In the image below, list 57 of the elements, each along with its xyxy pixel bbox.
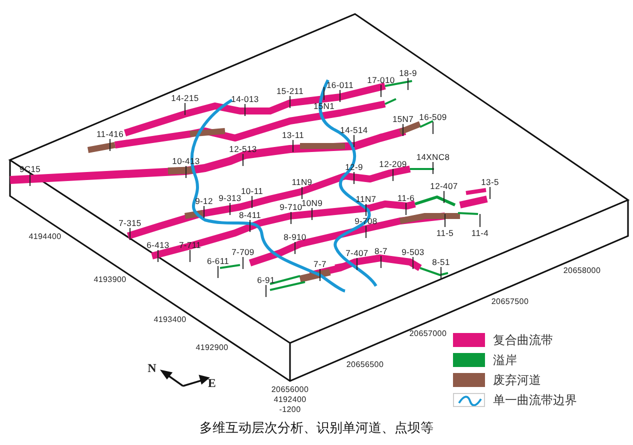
well-label: 9-710 — [280, 202, 302, 212]
coordinate-label: 20656000 — [271, 385, 309, 395]
caption: 多维互动层次分析、识别单河道、点坝等 — [198, 420, 434, 437]
coordinate-label: 20657000 — [409, 329, 447, 339]
well-label: 11-4 — [471, 228, 489, 238]
coordinate-label: 4192900 — [196, 343, 228, 353]
well-label: 14-013 — [231, 94, 259, 104]
well-label: 6-413 — [146, 240, 170, 250]
well-label: 17-010 — [367, 75, 395, 85]
well-label: 11N9 — [292, 177, 312, 187]
coordinate-label: 4193900 — [94, 275, 126, 285]
well-label: 14XNC8 — [416, 152, 450, 162]
well-label: 14-514 — [340, 125, 368, 135]
coordinate-label: 20658000 — [563, 266, 601, 276]
well-label: 9-313 — [218, 193, 242, 203]
well-label: 10-11 — [240, 186, 264, 196]
well-label: 12-513 — [229, 144, 257, 154]
well-label: 16-509 — [419, 112, 447, 122]
coordinate-label: 4194400 — [28, 232, 62, 242]
well-label: 14-215 — [171, 93, 199, 103]
coordinate-label: 20656500 — [346, 360, 384, 370]
well-label: 8-411 — [238, 210, 262, 220]
well-label: 12-407 — [430, 181, 458, 191]
well-label: 7-315 — [118, 218, 142, 228]
well-label: 6-611 — [206, 256, 230, 266]
well-label: 8-910 — [284, 232, 306, 242]
well-label: 16-011 — [326, 80, 354, 90]
legend-label: 单一曲流带边界 — [493, 393, 577, 407]
legend-label: 废弃河道 — [493, 373, 541, 387]
well-label: 18-9 — [399, 68, 417, 78]
compass-label: N — [148, 362, 156, 375]
well-label: 9-12 — [195, 196, 213, 206]
well-label: 6-91 — [257, 275, 275, 285]
well-label: 15N7 — [392, 114, 414, 124]
well-label: 13-11 — [282, 130, 304, 140]
well-label: 13-5 — [481, 177, 499, 187]
compass-label: E — [208, 377, 216, 390]
well-label: 11-6 — [397, 193, 415, 203]
well-label: 8-7 — [374, 246, 388, 256]
well-label: 11-416 — [96, 129, 124, 139]
well-label: 7-407 — [346, 248, 368, 258]
well-label: 7-711 — [178, 240, 202, 250]
well-label: 11N7 — [356, 194, 376, 204]
coordinate-label: 4193400 — [154, 315, 186, 325]
well-label: 7-7 — [314, 259, 326, 269]
coordinate-label: 20657500 — [491, 297, 529, 307]
well-label: 11-5 — [436, 228, 454, 238]
well-label: 7-709 — [232, 247, 254, 257]
legend-label: 复合曲流带 — [493, 333, 553, 347]
well-label: 8-51 — [432, 257, 450, 267]
well-label: 10N9 — [301, 198, 323, 208]
legend-label: 溢岸 — [493, 353, 517, 367]
well-label: 15-211 — [276, 86, 304, 96]
coordinate-label: -1200 — [279, 405, 301, 415]
well-label: 9-503 — [402, 247, 424, 257]
well-label: 12-209 — [379, 159, 407, 169]
coordinate-label: 4192400 — [274, 395, 306, 405]
